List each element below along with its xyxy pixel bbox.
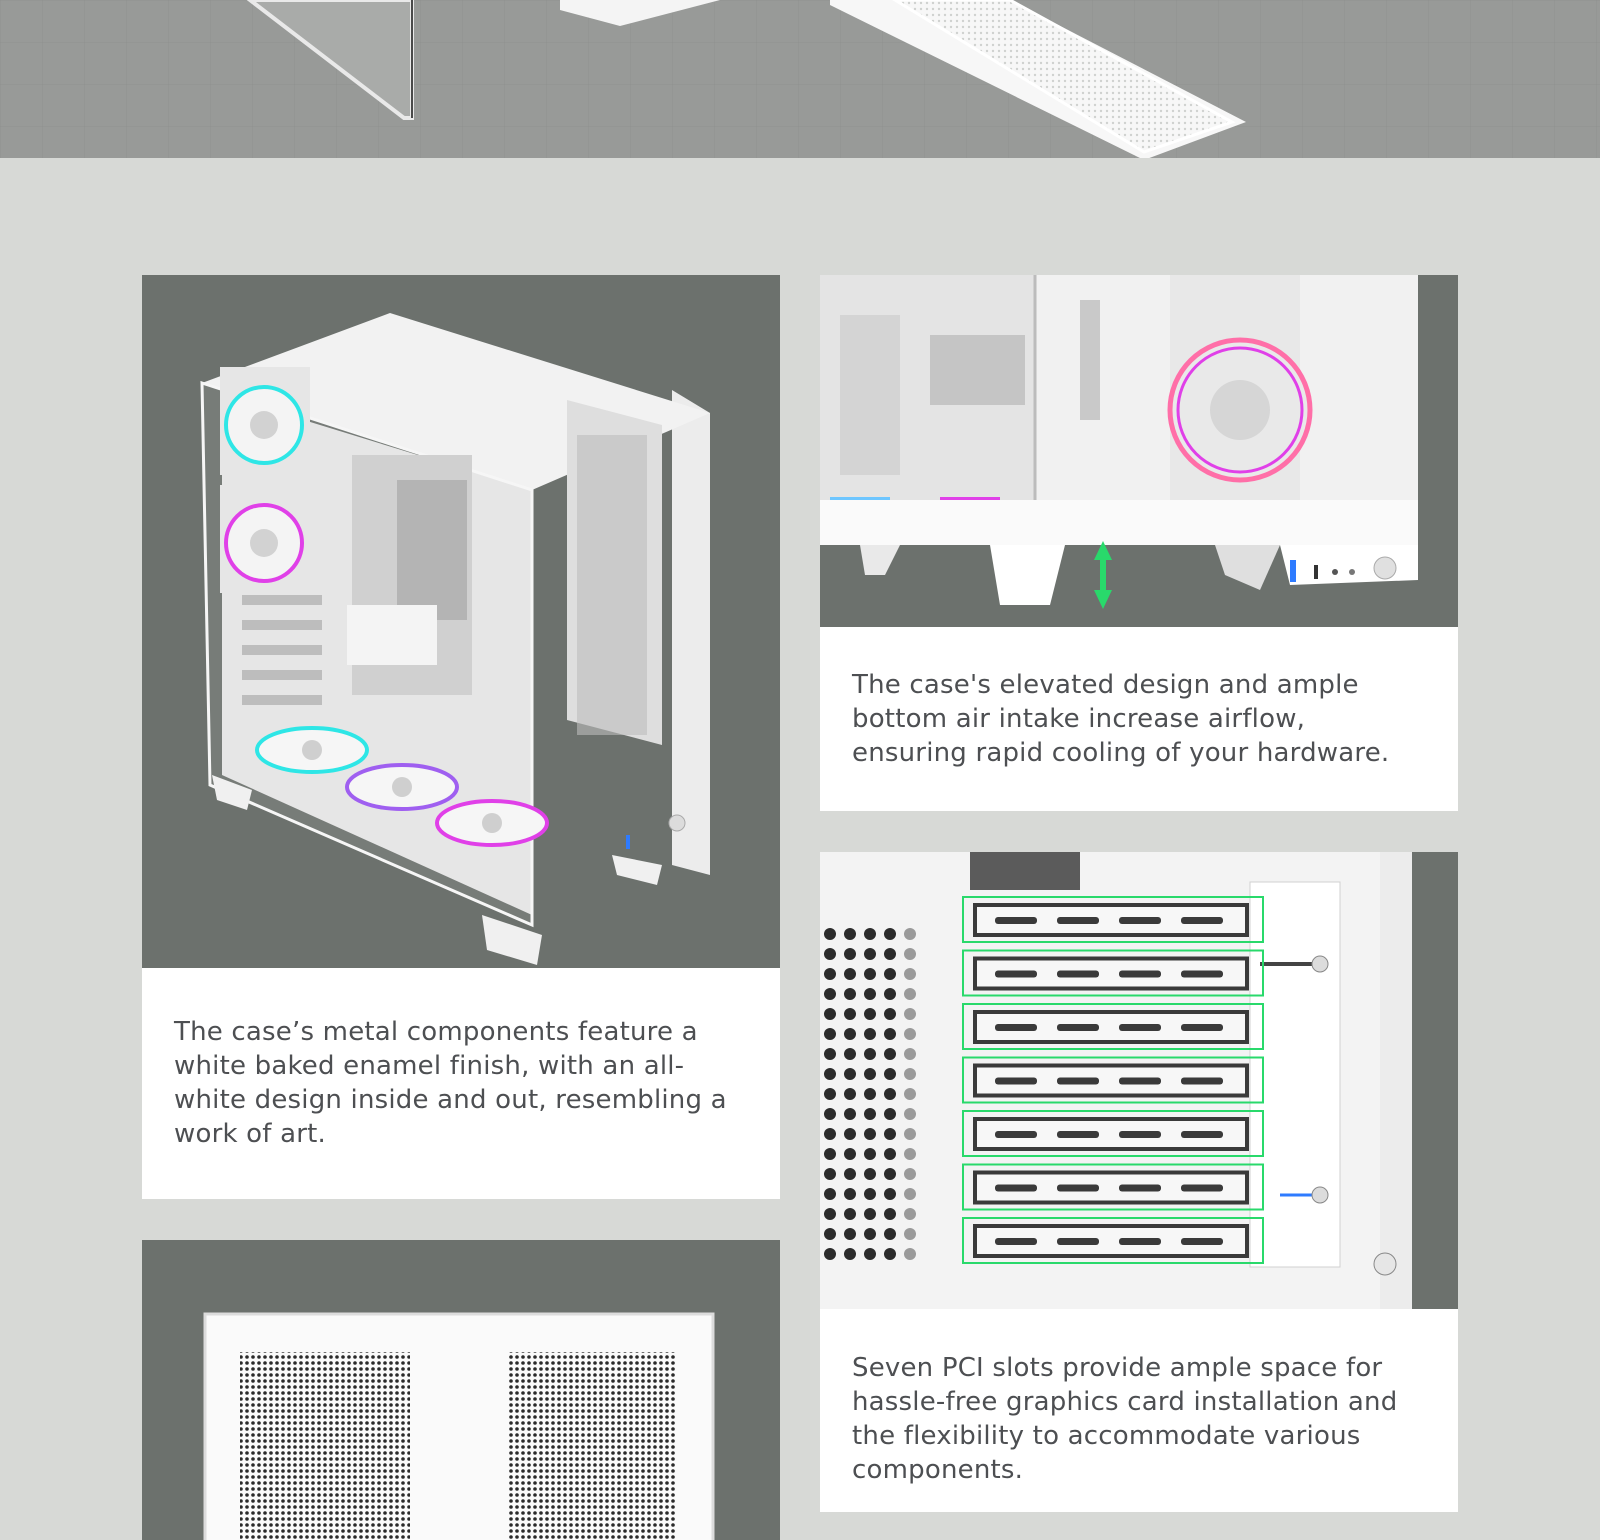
dust-filter-card	[142, 1240, 780, 1540]
pci-slot	[962, 1163, 1264, 1211]
case-finish-card: The case’s metal components feature a wh…	[142, 275, 780, 1199]
pci-slots-image	[820, 852, 1458, 1309]
pci-slot	[962, 896, 1264, 943]
airflow-card: The case's elevated design and ample bot…	[820, 275, 1458, 811]
elevated-case-bottom-image	[820, 275, 1458, 627]
pci-slot	[962, 1003, 1264, 1050]
airflow-caption: The case's elevated design and ample bot…	[852, 670, 1390, 768]
white-pc-case-isometric-image	[142, 275, 780, 968]
case-finish-caption: The case’s metal components feature a wh…	[174, 1017, 727, 1149]
pci-slot	[962, 949, 1264, 997]
mesh-panel-image	[142, 1240, 780, 1540]
exploded-panels-illustration	[0, 0, 1600, 158]
hero-banner	[0, 0, 1600, 158]
pci-slot	[962, 1110, 1264, 1157]
pci-slot	[962, 1217, 1264, 1264]
pci-slot	[962, 1056, 1264, 1104]
pci-slots-caption: Seven PCI slots provide ample space for …	[852, 1353, 1398, 1485]
pci-slots-card: Seven PCI slots provide ample space for …	[820, 852, 1458, 1512]
